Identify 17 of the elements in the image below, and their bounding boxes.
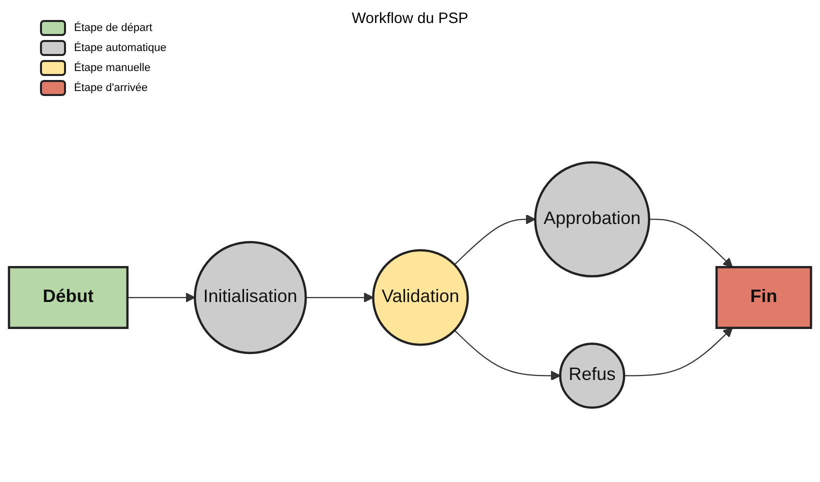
diagram-title: Workflow du PSP <box>352 10 468 27</box>
node-circle: Refus <box>559 342 626 409</box>
node-circle: Validation <box>372 249 469 346</box>
arrow <box>624 327 733 376</box>
arrow <box>454 330 561 381</box>
node-circle: Approbation <box>534 161 650 278</box>
node-circle: Initialisation <box>194 240 307 354</box>
arrow <box>649 218 733 268</box>
arrow <box>306 292 374 302</box>
node-box: Fin <box>715 266 812 329</box>
legend-label: Étape de départ <box>74 22 152 34</box>
legend-label: Étape d'arrivée <box>74 82 148 94</box>
legend-label: Étape manuelle <box>74 62 150 74</box>
legend-label: Étape automatique <box>74 42 166 54</box>
arrow <box>454 214 536 266</box>
arrow <box>127 292 196 302</box>
node-box: Début <box>8 266 129 329</box>
